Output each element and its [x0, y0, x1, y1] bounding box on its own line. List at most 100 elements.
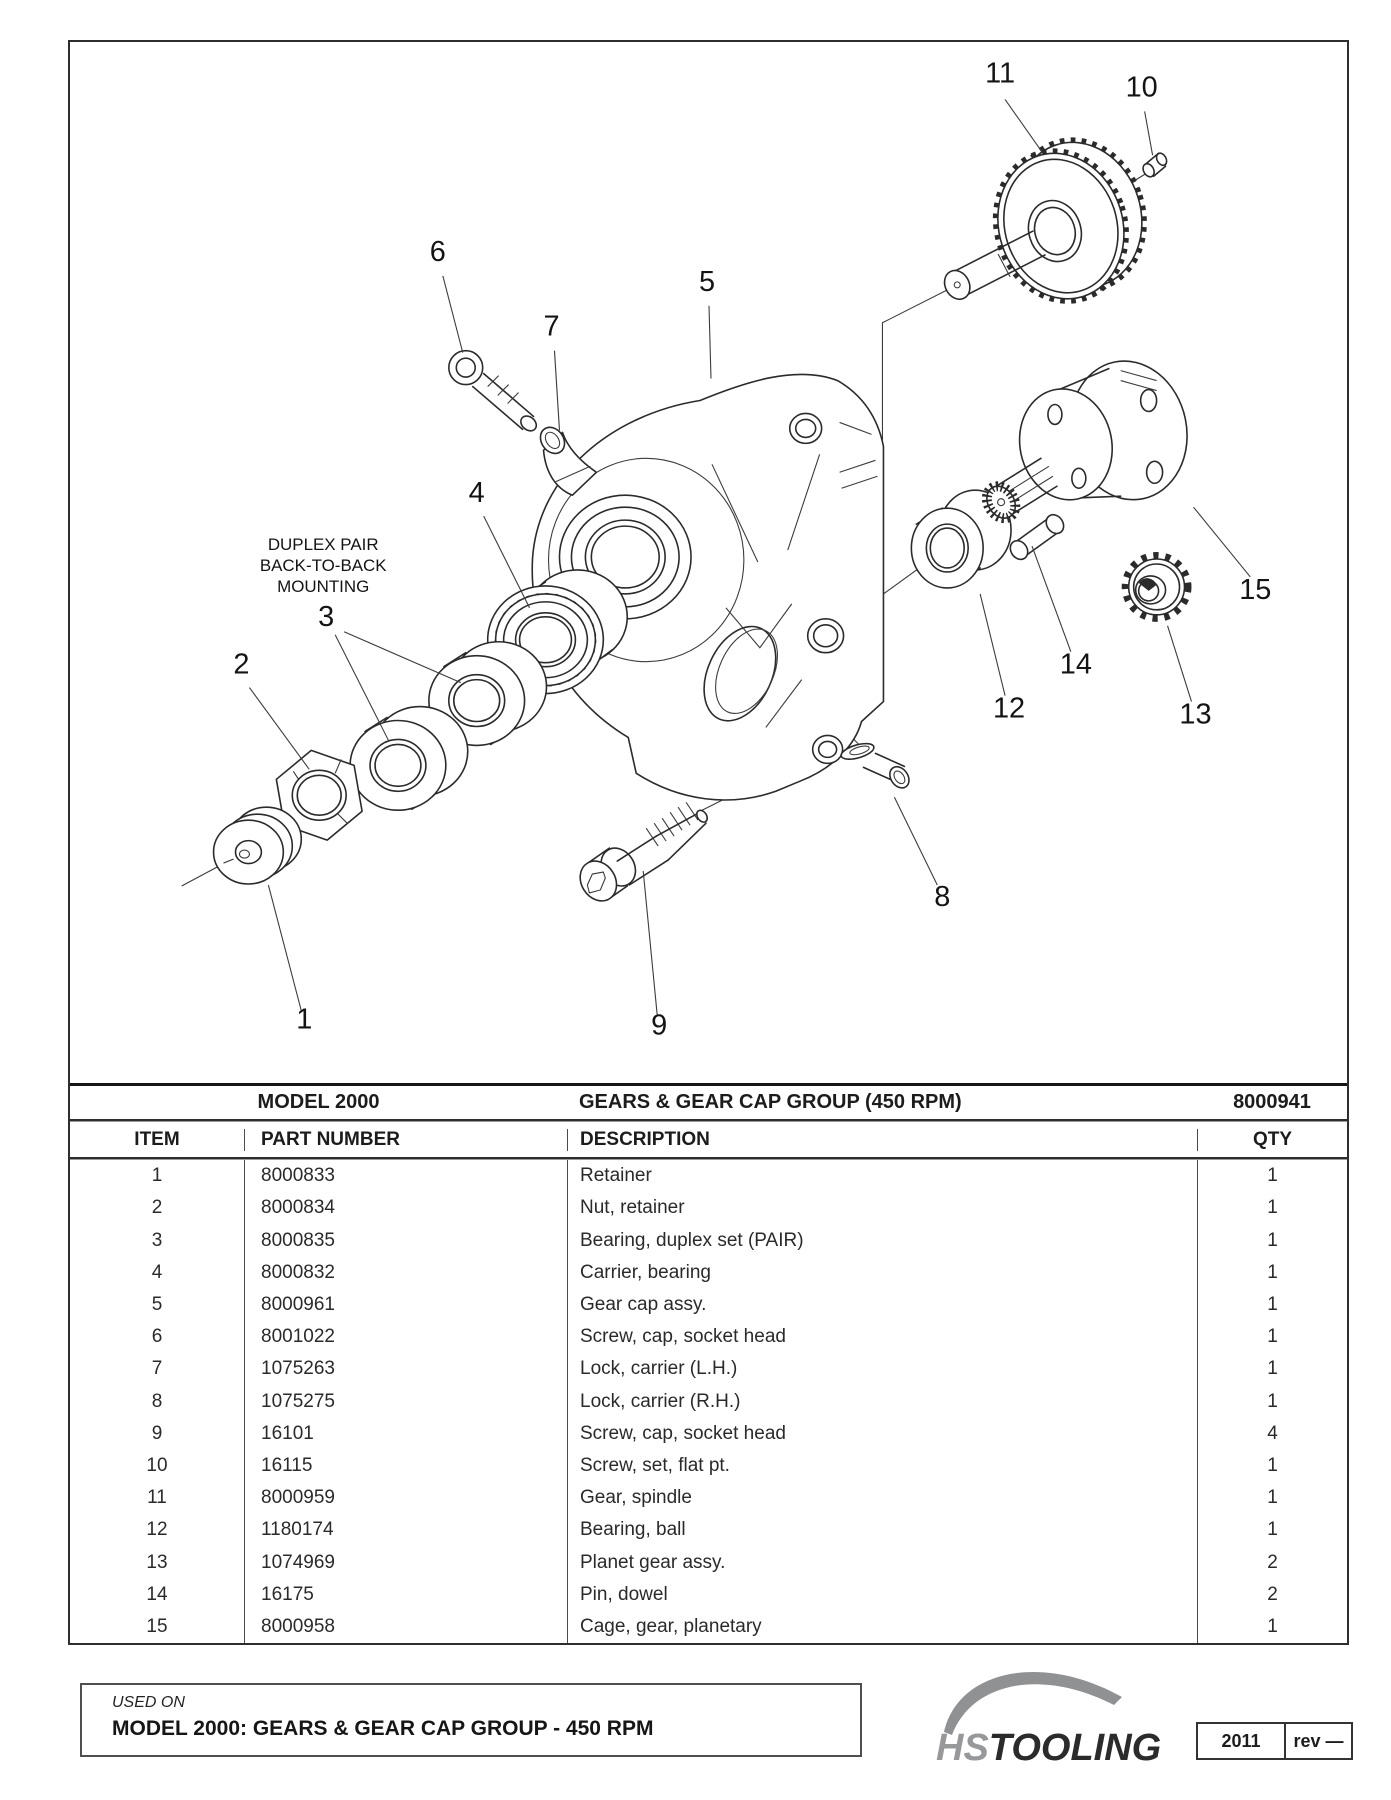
qty-cell: 1 — [1197, 1610, 1347, 1644]
qty-cell: 1 — [1197, 1514, 1347, 1547]
part-number-cell: 16175 — [244, 1578, 567, 1611]
note-line-3: MOUNTING — [277, 577, 369, 596]
callout-9: 9 — [651, 1010, 667, 1042]
part-number-cell: 16101 — [244, 1417, 567, 1450]
item-cell: 5 — [151, 1293, 163, 1315]
description-cell: Screw, cap, socket head — [567, 1321, 1197, 1354]
description-cell: Planet gear assy. — [567, 1546, 1197, 1579]
logo-swoosh — [944, 1671, 1122, 1735]
note-line-2: BACK-TO-BACK — [260, 556, 387, 575]
part-number-cell: 1180174 — [244, 1514, 567, 1547]
part-number-cell: 8000958 — [244, 1610, 567, 1644]
table-row: 11 8000959 Gear, spindle 1 — [70, 1482, 1347, 1515]
callout-15: 15 — [1239, 574, 1271, 606]
table-row: 10 16115 Screw, set, flat pt. 1 — [70, 1449, 1347, 1483]
part-number-cell: 8000834 — [244, 1192, 567, 1225]
item-cell: 1 — [151, 1165, 163, 1187]
item-cell: 11 — [147, 1487, 167, 1509]
callout-10: 10 — [1126, 71, 1158, 103]
qty-cell: 1 — [1197, 1482, 1347, 1515]
exploded-view-diagram: DUPLEX PAIR BACK-TO-BACK MOUNTING 1 2 3 … — [70, 42, 1347, 1083]
table-row: 1 8000833 Retainer 1 — [70, 1160, 1347, 1193]
duplex-bearing-front-part — [349, 705, 469, 812]
item-cell: 15 — [146, 1615, 168, 1637]
assembly-title: GEARS & GEAR CAP GROUP (450 RPM) — [579, 1091, 962, 1113]
description-cell: Lock, carrier (R.H.) — [567, 1385, 1197, 1418]
column-header-description: DESCRIPTION — [567, 1128, 1197, 1151]
qty-cell: 1 — [1197, 1224, 1347, 1257]
table-row: 13 1074969 Planet gear assy. 2 — [70, 1546, 1347, 1579]
lock-carrier-rh-part — [840, 742, 910, 789]
qty-cell: 1 — [1197, 1321, 1347, 1354]
qty-cell: 4 — [1197, 1417, 1347, 1450]
part-number-cell: 8000833 — [244, 1160, 567, 1193]
diagram-svg: DUPLEX PAIR BACK-TO-BACK MOUNTING 1 2 3 … — [181, 58, 1271, 1042]
callout-8: 8 — [934, 881, 950, 913]
logo-svg: HSTOOLING — [936, 1671, 1161, 1769]
part-number-cell: 8000835 — [244, 1224, 567, 1257]
qty-cell: 2 — [1197, 1578, 1347, 1611]
description-cell: Gear, spindle — [567, 1482, 1197, 1515]
qty-cell: 1 — [1197, 1256, 1347, 1289]
table-row: 3 8000835 Bearing, duplex set (PAIR) 1 — [70, 1224, 1347, 1257]
description-cell: Gear cap assy. — [567, 1288, 1197, 1322]
qty-cell: 1 — [1197, 1160, 1347, 1193]
part-number-cell: 1074969 — [244, 1546, 567, 1579]
description-cell: Screw, set, flat pt. — [567, 1449, 1197, 1483]
table-row: 14 16175 Pin, dowel 2 — [70, 1578, 1347, 1611]
dowel-pin-part — [1009, 513, 1065, 561]
callout-2: 2 — [233, 649, 249, 681]
qty-cell: 1 — [1197, 1353, 1347, 1386]
item-cell: 2 — [151, 1197, 163, 1219]
table-row: 8 1075275 Lock, carrier (R.H.) 1 — [70, 1385, 1347, 1418]
svg-text:HSTOOLING: HSTOOLING — [936, 1727, 1161, 1769]
part-number-cell: 16115 — [244, 1449, 567, 1483]
table-row: 12 1180174 Bearing, ball 1 — [70, 1514, 1347, 1547]
callout-numbers: 1 2 3 4 5 6 7 8 9 10 11 12 13 14 15 — [233, 58, 1271, 1042]
set-screw-part — [1142, 152, 1168, 178]
item-cell: 3 — [151, 1229, 163, 1251]
callout-6: 6 — [430, 236, 446, 268]
planetary-cage-part — [981, 360, 1188, 524]
callout-7: 7 — [543, 311, 559, 343]
rev-label: rev — — [1284, 1724, 1351, 1758]
description-cell: Bearing, ball — [567, 1514, 1197, 1547]
callout-14: 14 — [1060, 649, 1092, 681]
model-label: MODEL 2000 — [257, 1091, 380, 1113]
item-cell: 6 — [151, 1326, 163, 1348]
table-row: 7 1075263 Lock, carrier (L.H.) 1 — [70, 1353, 1347, 1386]
description-cell: Lock, carrier (L.H.) — [567, 1353, 1197, 1386]
qty-cell: 2 — [1197, 1546, 1347, 1579]
sheet-frame: DUPLEX PAIR BACK-TO-BACK MOUNTING 1 2 3 … — [68, 40, 1349, 1645]
item-cell: 7 — [151, 1358, 163, 1380]
logo-hs-text: HS — [936, 1727, 989, 1769]
used-on-label: USED ON — [112, 1694, 185, 1711]
qty-cell: 1 — [1197, 1288, 1347, 1322]
item-cell: 12 — [146, 1519, 168, 1541]
qty-cell: 1 — [1197, 1192, 1347, 1225]
qty-cell: 1 — [1197, 1385, 1347, 1418]
callout-5: 5 — [699, 266, 715, 298]
part-number-cell: 8001022 — [244, 1321, 567, 1354]
part-number-cell: 8000961 — [244, 1288, 567, 1322]
year-label: 2011 — [1221, 1730, 1261, 1751]
table-row: 5 8000961 Gear cap assy. 1 — [70, 1288, 1347, 1322]
cap-screw-long-part — [579, 801, 709, 902]
item-cell: 9 — [151, 1422, 163, 1444]
description-cell: Pin, dowel — [567, 1578, 1197, 1611]
item-cell: 4 — [151, 1261, 163, 1283]
column-header-item: ITEM — [134, 1128, 180, 1150]
description-cell: Retainer — [567, 1160, 1197, 1193]
table-row: 6 8001022 Screw, cap, socket head 1 — [70, 1321, 1347, 1354]
description-cell: Carrier, bearing — [567, 1256, 1197, 1289]
description-cell: Screw, cap, socket head — [567, 1417, 1197, 1450]
table-row: 9 16101 Screw, cap, socket head 4 — [70, 1417, 1347, 1450]
callout-1: 1 — [296, 1004, 312, 1036]
table-body: 1 8000833 Retainer 1 2 8000834 Nut, reta… — [70, 1159, 1347, 1644]
part-number-cell: 1075275 — [244, 1385, 567, 1418]
description-cell: Bearing, duplex set (PAIR) — [567, 1224, 1197, 1257]
used-on-text: MODEL 2000: GEARS & GEAR CAP GROUP - 450… — [112, 1717, 654, 1740]
callout-12: 12 — [993, 693, 1025, 725]
description-cell: Nut, retainer — [567, 1192, 1197, 1225]
